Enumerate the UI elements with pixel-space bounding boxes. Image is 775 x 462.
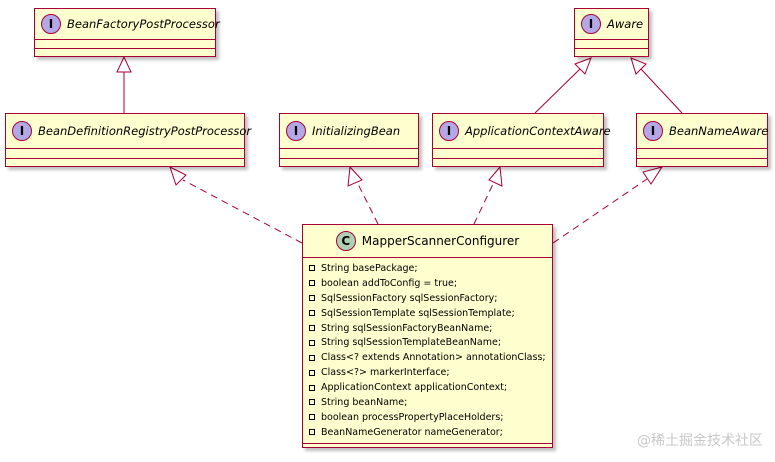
field-text: String sqlSessionTemplateBeanName;	[321, 337, 502, 349]
edge-mapper-implements-beanname	[552, 178, 648, 244]
interface-aware: I Aware	[574, 8, 649, 57]
class-badge: C	[335, 231, 356, 251]
field-text: Class<?> markerInterface;	[321, 367, 450, 379]
interface-header: I BeanFactoryPostProcessor	[35, 9, 220, 40]
interface-header: I ApplicationContextAware	[433, 114, 611, 149]
field-row: SqlSessionTemplate sqlSessionTemplate;	[309, 306, 552, 321]
field-row: String beanName;	[309, 395, 552, 410]
class-mapper-scanner-configurer: C MapperScannerConfigurer String basePac…	[302, 224, 553, 448]
private-visibility-icon	[309, 369, 315, 376]
fields-section	[280, 149, 418, 159]
field-text: String sqlSessionFactoryBeanName;	[321, 322, 493, 334]
field-text: Class<? extends Annotation> annotationCl…	[321, 352, 546, 364]
interface-header: I Aware	[575, 9, 648, 40]
edge-beanname-extends-aware	[640, 68, 683, 114]
private-visibility-icon	[309, 295, 315, 302]
fields-section	[35, 40, 215, 49]
interface-bean-name-aware: I BeanNameAware	[636, 113, 768, 167]
field-row: String sqlSessionFactoryBeanName;	[309, 321, 552, 336]
interface-bean-factory-post-processor: I BeanFactoryPostProcessor	[34, 8, 220, 57]
private-visibility-icon	[309, 339, 315, 346]
interface-name: BeanFactoryPostProcessor	[67, 17, 220, 31]
field-text: String beanName;	[321, 396, 408, 408]
interface-name: ApplicationContextAware	[465, 124, 611, 138]
methods-section	[637, 159, 767, 168]
methods-section	[6, 159, 244, 168]
edge-mapper-implements-registry	[182, 179, 303, 244]
class-header: C MapperScannerConfigurer	[303, 225, 552, 258]
methods-section	[280, 159, 418, 168]
interface-name: BeanDefinitionRegistryPostProcessor	[38, 124, 252, 138]
edge-appctx-extends-aware	[534, 68, 581, 114]
field-text: String basePackage;	[321, 262, 418, 274]
methods-section	[433, 159, 603, 168]
interface-badge: I	[439, 121, 459, 141]
field-row: BeanNameGenerator nameGenerator;	[309, 425, 552, 440]
private-visibility-icon	[309, 429, 315, 436]
interface-application-context-aware: I ApplicationContextAware	[432, 113, 611, 168]
field-row: String sqlSessionTemplateBeanName;	[309, 335, 552, 350]
methods-section	[575, 49, 648, 57]
interface-bean-definition-registry-post-processor: I BeanDefinitionRegistryPostProcessor	[5, 113, 251, 168]
arrowhead-factory	[116, 55, 132, 73]
field-text: boolean processPropertyPlaceHolders;	[321, 411, 504, 423]
interface-badge: I	[643, 121, 663, 141]
private-visibility-icon	[309, 310, 315, 317]
field-row: boolean addToConfig = true;	[309, 276, 552, 291]
fields-section	[6, 149, 244, 159]
field-text: BeanNameGenerator nameGenerator;	[321, 426, 503, 438]
field-row: String basePackage;	[309, 261, 552, 276]
fields-section	[637, 149, 767, 159]
interface-name: BeanNameAware	[669, 124, 769, 138]
private-visibility-icon	[309, 280, 315, 287]
interface-header: I InitializingBean	[280, 114, 418, 149]
arrowhead-beanname	[642, 166, 664, 185]
field-row: Class<? extends Annotation> annotationCl…	[309, 350, 552, 365]
interface-badge: I	[12, 121, 32, 141]
field-row: SqlSessionFactory sqlSessionFactory;	[309, 291, 552, 306]
field-text: ApplicationContext applicationContext;	[321, 382, 508, 394]
arrowhead-initializing	[347, 165, 363, 187]
private-visibility-icon	[309, 384, 315, 391]
field-text: SqlSessionFactory sqlSessionFactory;	[321, 292, 498, 304]
fields-section	[433, 149, 603, 159]
methods-section	[35, 49, 215, 57]
interface-badge: I	[41, 14, 61, 34]
private-visibility-icon	[309, 354, 315, 361]
methods-section	[303, 444, 552, 451]
interface-badge: I	[581, 14, 601, 34]
edge-mapper-implements-initializing	[356, 181, 379, 225]
arrowhead-aware-left	[574, 57, 592, 75]
interface-header: I BeanDefinitionRegistryPostProcessor	[6, 114, 251, 149]
interface-name: Aware	[607, 17, 644, 31]
interface-header: I BeanNameAware	[637, 114, 769, 149]
field-row: boolean processPropertyPlaceHolders;	[309, 410, 552, 425]
private-visibility-icon	[309, 414, 315, 421]
field-row: ApplicationContext applicationContext;	[309, 380, 552, 395]
edge-mapper-implements-appctx	[473, 181, 495, 225]
field-text: boolean addToConfig = true;	[321, 277, 458, 289]
interface-badge: I	[286, 121, 306, 141]
interface-initializing-bean: I InitializingBean	[279, 113, 419, 167]
arrowhead-appctx	[488, 165, 503, 187]
arrowhead-aware-right	[630, 57, 647, 75]
class-name: MapperScannerConfigurer	[361, 234, 520, 248]
fields-section: String basePackage; boolean addToConfig …	[303, 258, 552, 444]
field-row: Class<?> markerInterface;	[309, 365, 552, 380]
field-text: SqlSessionTemplate sqlSessionTemplate;	[321, 307, 515, 319]
private-visibility-icon	[309, 399, 315, 406]
watermark: @稀土掘金技术社区	[637, 433, 763, 449]
fields-section	[575, 40, 648, 49]
interface-name: InitializingBean	[312, 124, 401, 138]
arrowhead-registry	[169, 166, 187, 186]
private-visibility-icon	[309, 265, 315, 272]
private-visibility-icon	[309, 325, 315, 331]
